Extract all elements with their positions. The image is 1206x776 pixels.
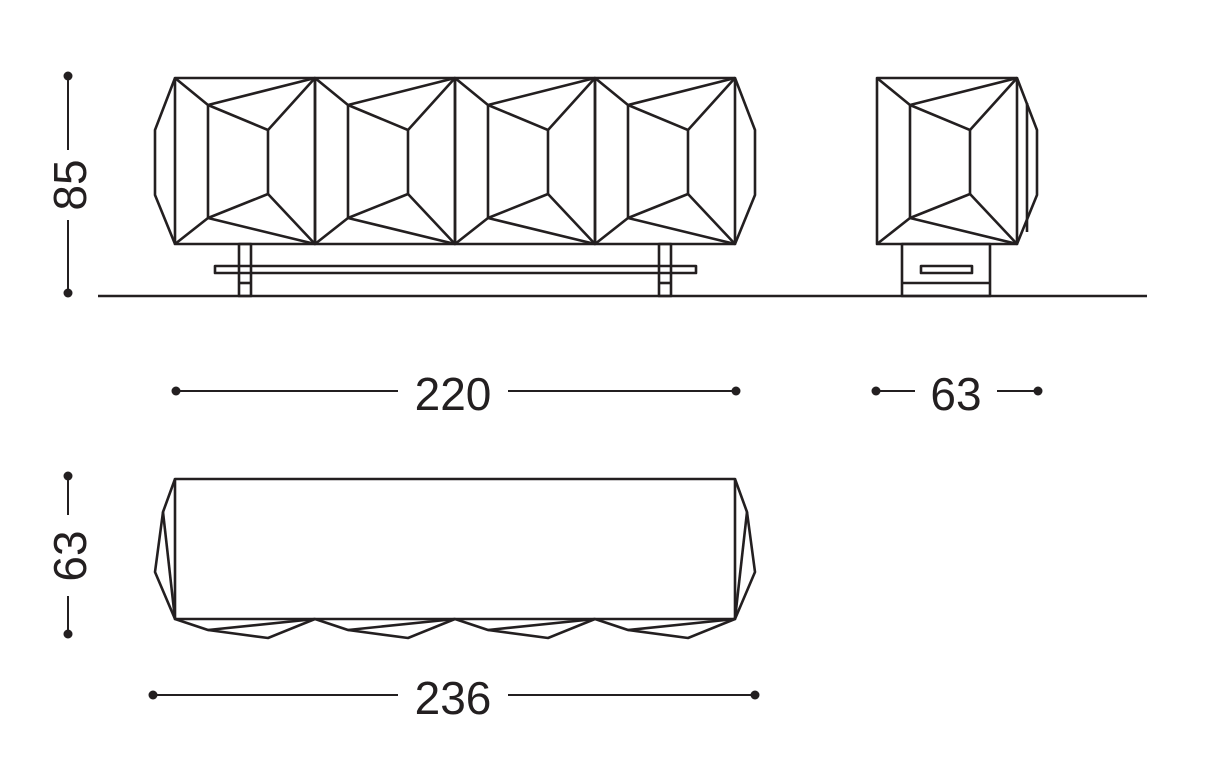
facet-line — [207, 103, 270, 220]
top-facet — [454, 617, 596, 640]
side-view — [875, 76, 1039, 298]
base-stretcher — [213, 264, 698, 275]
top-facet — [627, 617, 736, 632]
height-label: 85 — [44, 159, 96, 210]
top-view — [153, 477, 757, 640]
facet-line — [267, 193, 316, 245]
top-depth-label: 63 — [44, 530, 96, 581]
facet-line — [547, 77, 596, 131]
door-panel — [593, 76, 737, 246]
dimension-width-236: 236 — [148, 672, 760, 724]
facet-line — [267, 77, 316, 131]
front-view — [153, 76, 757, 298]
top-left-cap — [153, 478, 177, 620]
dimension-height-85: 85 — [44, 71, 96, 298]
dimension-depth-63-side: 63 — [871, 368, 1043, 420]
facet-line — [347, 103, 410, 220]
facet-line — [407, 193, 456, 245]
door-panel — [453, 76, 597, 246]
top-facet — [594, 617, 736, 640]
top-facet — [174, 617, 316, 640]
facet-line — [909, 103, 972, 220]
facet-line — [687, 193, 736, 245]
top-facet — [347, 617, 456, 632]
side-panel — [875, 76, 1019, 246]
door-panel — [313, 76, 457, 246]
side-depth-label: 63 — [930, 368, 981, 420]
top-facet — [207, 617, 316, 632]
top-right-cap — [733, 511, 749, 620]
top-left-cap — [161, 511, 177, 620]
top-outline — [173, 477, 737, 621]
facet-line — [407, 77, 456, 131]
top-facet — [314, 617, 456, 640]
leg — [237, 242, 253, 298]
leg — [657, 242, 673, 298]
facet-line — [627, 103, 690, 220]
dimension-width-220: 220 — [171, 368, 741, 420]
facet-line — [547, 193, 596, 245]
facet-line — [969, 77, 1018, 131]
width-label: 220 — [415, 368, 492, 420]
side-base — [900, 242, 992, 298]
facet-line — [487, 103, 550, 220]
top-width-label: 236 — [415, 672, 492, 724]
dimension-depth-63-top: 63 — [44, 471, 96, 639]
facet-line — [969, 193, 1018, 245]
top-facet — [487, 617, 596, 632]
left-end-cap — [153, 77, 177, 245]
right-end-cap — [733, 77, 757, 245]
door-panel — [173, 76, 317, 246]
top-right-cap — [733, 478, 757, 620]
side-base-slot — [919, 264, 974, 275]
facet-line — [687, 77, 736, 131]
